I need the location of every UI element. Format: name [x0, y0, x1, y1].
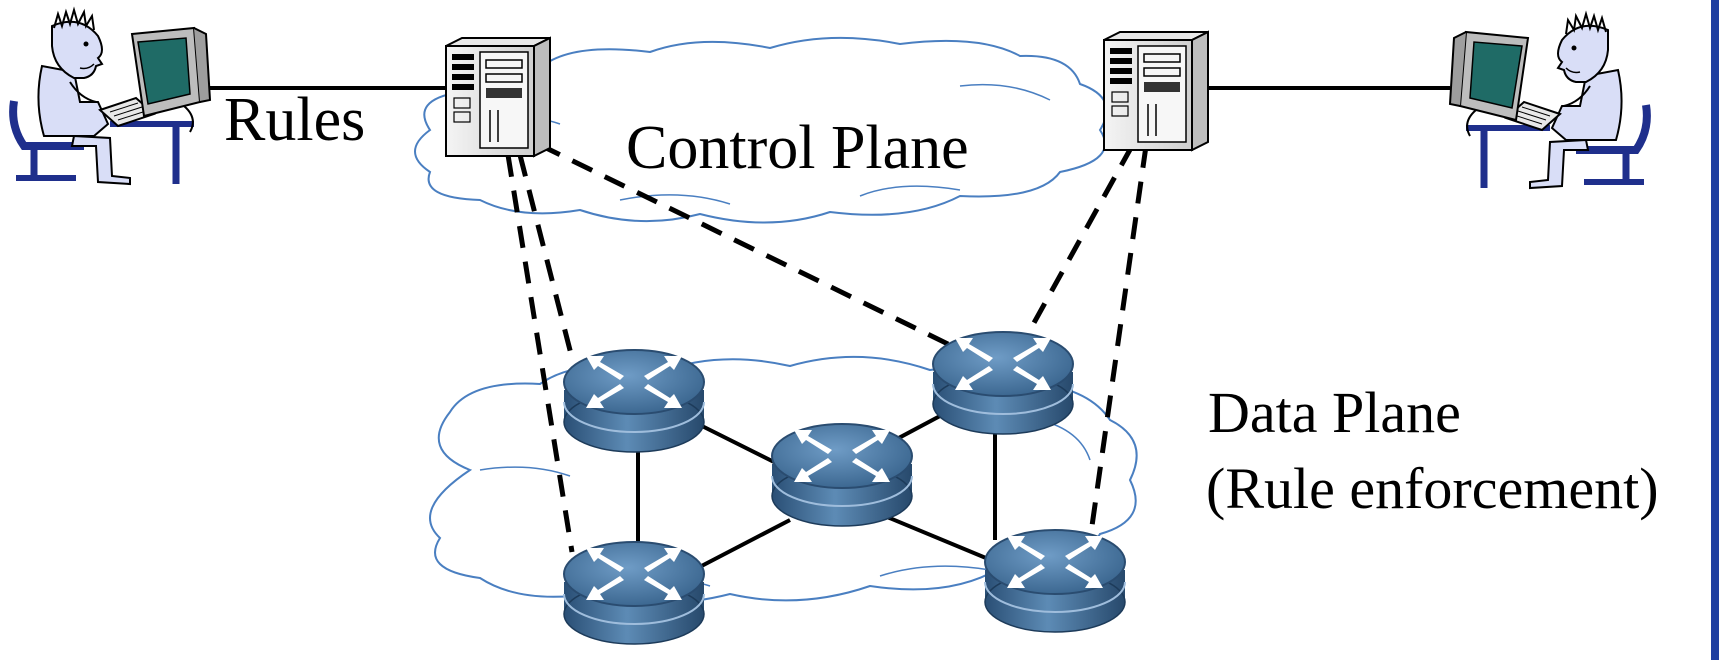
- control-plane-label: Control Plane: [626, 114, 969, 182]
- router-center-icon: [771, 423, 913, 527]
- right-user-at-computer-icon: [1450, 14, 1647, 188]
- right-border-bar: [1711, 0, 1719, 660]
- rule-enforcement-label: (Rule enforcement): [1206, 456, 1659, 521]
- router-top-right-icon: [932, 331, 1074, 435]
- control-link-left-to-router-bottom-left: [505, 154, 575, 553]
- data-plane-label: Data Plane: [1208, 380, 1461, 445]
- router-bottom-right-icon: [984, 529, 1126, 633]
- left-user-at-computer-icon: [13, 10, 210, 184]
- data-cloud-detail: [479, 419, 1091, 587]
- router-bottom-left-icon: [563, 541, 705, 645]
- control-plane-cloud: [414, 36, 1108, 224]
- data-link-center-bl: [689, 518, 791, 574]
- router-top-left-icon: [563, 349, 705, 453]
- left-controller-server-icon: [445, 37, 551, 157]
- right-controller-server-icon: [1103, 31, 1209, 151]
- rules-label: Rules: [224, 86, 365, 154]
- control-link-right-to-router-bottom-right: [1087, 145, 1149, 541]
- control-link-left-to-router-top-right: [538, 142, 954, 349]
